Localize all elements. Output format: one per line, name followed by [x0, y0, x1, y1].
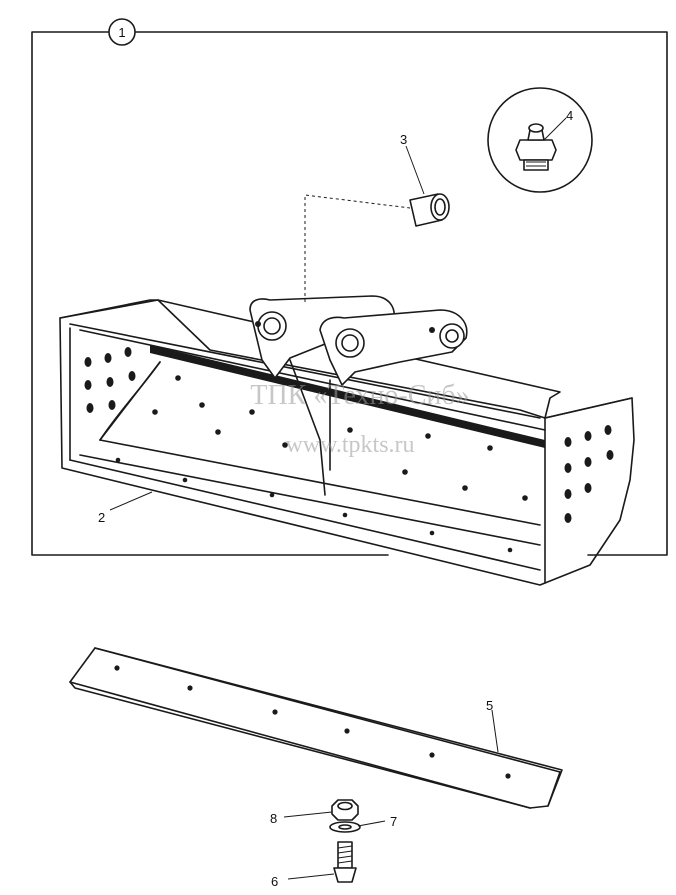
- callout-labels: 2 3 4 5 6 7 8: [98, 108, 573, 889]
- fastener-set: [329, 799, 361, 883]
- bucket: [59, 295, 635, 586]
- callout-2: 2: [98, 510, 105, 525]
- leader-lines: [109, 117, 567, 880]
- bucket-side-holes-left: [84, 347, 136, 413]
- callout-5: 5: [486, 698, 493, 713]
- assembly-number-badge: 1: [108, 18, 136, 46]
- bucket-mounting-brackets: [249, 295, 468, 386]
- watermark: ТПК «Техно-Сиб» www.tpkts.ru: [250, 380, 469, 458]
- callout-8: 8: [270, 811, 277, 826]
- grease-nipple-inset: [487, 87, 593, 193]
- callout-7: 7: [390, 814, 397, 829]
- watermark-line-1: ТПК «Техно-Сиб»: [250, 380, 469, 411]
- assembly-frame: [31, 31, 668, 556]
- callout-3: 3: [400, 132, 407, 147]
- callout-4: 4: [566, 108, 573, 123]
- assembly-number: 1: [118, 25, 125, 40]
- cutting-edge: [69, 647, 563, 809]
- bushing: [304, 193, 450, 302]
- bucket-back-holes: [115, 375, 528, 553]
- bucket-side-holes-right: [564, 425, 614, 523]
- watermark-line-2: www.tpkts.ru: [285, 432, 414, 458]
- callout-6: 6: [271, 874, 278, 889]
